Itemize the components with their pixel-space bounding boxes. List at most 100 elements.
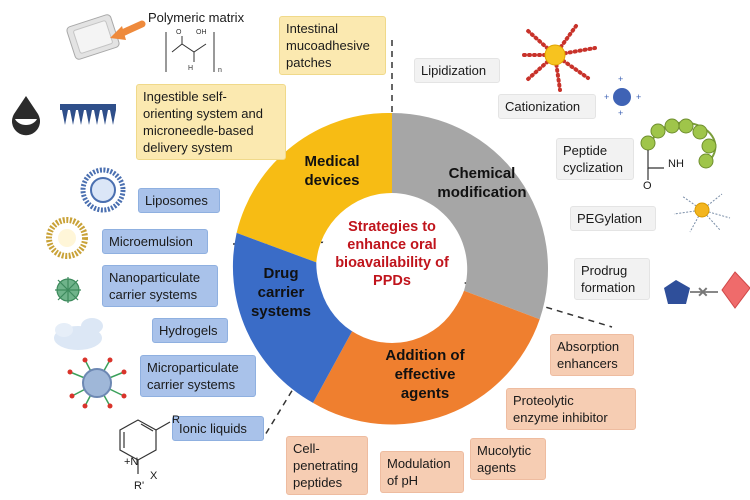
microemulsion-icon [46,217,88,259]
segment-title-medical-line-2: devices [304,172,360,189]
segment-title-medical: Medical devices [286,152,378,190]
label-modulation-line-2: of pH [387,473,419,488]
pyridinium-icon [119,419,171,474]
chem-label-o: O [643,180,652,192]
label-mucolytic-line-1: Mucolytic [477,443,532,458]
label-absorption-line-2: enhancers [557,356,618,371]
label-ingestible-line-1: Ingestible self- [143,89,227,104]
center-title-line-2: enhance oral [347,237,437,253]
label-microparticulate-line-1: Microparticulate [147,360,239,375]
label-liposomes: Liposomes [138,188,220,213]
label-mucoadhesive-line-1: Intestinal [286,21,339,36]
segment-chemical-modification [392,113,548,320]
segment-drug-carrier [232,232,354,403]
segment-title-drug: Drug carrier systems [244,264,318,321]
chem-label-x-minus: X [150,470,158,482]
pegylated-particle-icon [673,193,731,233]
svg-text:+: + [618,74,623,84]
label-absorption-line-1: Absorption [557,339,620,354]
segment-title-chemical-line-2: modification [437,184,527,201]
svg-text:+: + [604,92,609,102]
patch-icon [66,14,146,60]
lipidized-peptide-icon [518,24,597,92]
label-cationization: Cationization [498,94,596,119]
segment-title-agents: Addition of effective agents [372,346,478,403]
label-pegylation: PEGylation [570,206,656,231]
label-ingestible-line-2: orienting system and [143,106,263,121]
label-peptide-line-1: Peptide [563,143,608,158]
prodrug-icon: ✕ [664,271,750,309]
chem-label-nh: NH [668,158,684,170]
microneedle-icon [60,104,116,125]
segment-title-agents-line-1: Addition of [385,347,465,364]
label-ingestible-line-3: microneedle-based [143,123,254,138]
chem-label-r: R [172,414,180,426]
label-mucolytic-line-2: agents [477,460,517,475]
svg-text:OH: OH [196,29,207,36]
segment-medical-devices [236,112,392,263]
label-proteolytic-inhibitor: Proteolytic enzyme inhibitor [506,388,636,430]
label-peptide-line-2: cyclization [563,160,623,175]
droplet-capsule-icon [12,96,40,136]
polymer-structure-icon: O OH H n [165,29,222,74]
segment-title-drug-line-1: Drug [263,265,299,282]
segment-title-chemical: Chemical modification [428,164,536,202]
segment-title-agents-line-2: effective [394,366,456,383]
label-penetrating-line-1: Cell- [293,441,320,456]
label-nanoparticulate-line-1: Nanoparticulate [109,270,201,285]
segment-title-drug-line-2: carrier [257,284,305,301]
label-absorption-enhancers: Absorption enhancers [550,334,634,376]
center-title-line-1: Strategies to [348,219,436,235]
label-microemulsion: Microemulsion [102,229,208,254]
label-nanoparticulate-line-2: carrier systems [109,287,198,302]
label-prodrug-line-2: formation [581,280,636,295]
microparticle-icon [67,357,127,409]
svg-text:+: + [636,92,641,102]
label-proteolytic-line-2: enzyme inhibitor [513,410,608,425]
segment-title-chemical-line-1: Chemical [448,165,516,182]
label-microparticulate: Microparticulate carrier systems [140,355,256,397]
label-modulation-line-1: Modulation [387,456,451,471]
label-nanoparticulate: Nanoparticulate carrier systems [102,265,218,307]
label-hydrogels: Hydrogels [152,318,228,343]
center-title-line-3: bioavailability of [335,255,449,271]
label-prodrug-line-1: Prodrug [581,263,628,278]
chem-label-r-prime: R' [134,480,145,492]
label-lipidization: Lipidization [414,58,500,83]
label-prodrug-formation: Prodrug formation [574,258,650,300]
segment-addition-agents [313,290,540,425]
label-ingestible-system: Ingestible self- orienting system and mi… [136,84,286,160]
label-mucoadhesive-line-3: patches [286,55,332,70]
label-penetrating-line-3: peptides [293,475,343,490]
label-polymeric-matrix: Polymeric matrix [148,10,245,25]
segment-title-medical-line-1: Medical [304,153,360,170]
center-title: Strategies to enhance oral bioavailabili… [318,218,466,290]
cyclic-peptide-icon [640,118,717,180]
svg-text:O: O [176,29,182,36]
center-title-line-4: PPDs [373,273,411,289]
cationic-particle-icon: + + + + [604,74,641,118]
label-ionic-liquids: Ionic liquids [172,416,264,441]
svg-text:✕: ✕ [697,284,709,300]
svg-text:+: + [618,108,623,118]
hydrogel-icon [54,318,103,350]
liposome-icon [80,167,126,213]
label-modulation-ph: Modulation of pH [380,451,464,493]
label-mucoadhesive-line-2: mucoadhesive [286,38,370,53]
svg-text:n: n [218,67,222,74]
label-ingestible-line-4: delivery system [143,140,233,155]
label-microparticulate-line-2: carrier systems [147,377,236,392]
label-proteolytic-line-1: Proteolytic [513,393,574,408]
svg-text:H: H [188,65,193,72]
chem-label-n-plus: +N [124,456,139,468]
segment-title-drug-line-3: systems [250,303,312,320]
label-mucolytic-agents: Mucolytic agents [470,438,546,480]
segment-title-agents-line-3: agents [400,385,450,402]
nanoparticle-icon [55,277,81,303]
label-peptide-cyclization: Peptide cyclization [556,138,634,180]
label-cell-penetrating-peptides: Cell- penetrating peptides [286,436,368,495]
center-hole [318,195,466,343]
label-mucoadhesive-patches: Intestinal mucoadhesive patches [279,16,386,75]
label-penetrating-line-2: penetrating [293,458,359,473]
